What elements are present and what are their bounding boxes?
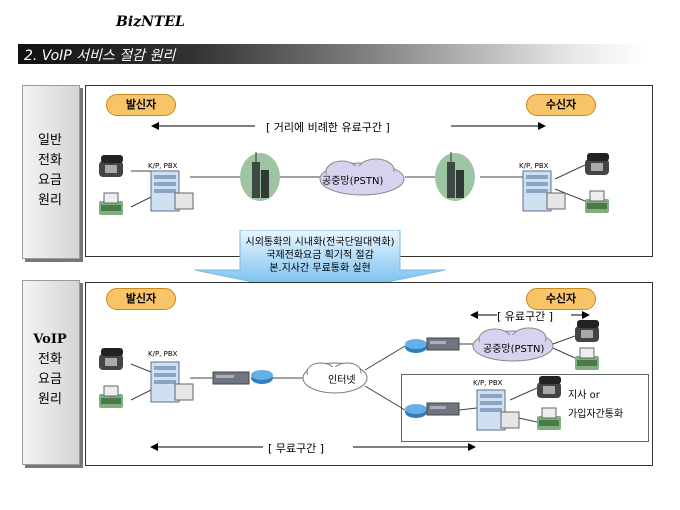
section1-side-box	[22, 85, 80, 259]
section2-caller-badge: 발신자	[106, 288, 176, 310]
section1-pbx-right-label: K/P, PBX	[519, 162, 549, 170]
fax-icon	[99, 192, 123, 215]
exchange-tower-icon	[435, 152, 475, 201]
fax-icon	[537, 407, 561, 430]
section2-toll-label: [ 유료구간 ]	[497, 310, 554, 323]
title-bar	[18, 44, 648, 64]
page-title: 2. VoIP 서비스 절감 원리	[24, 48, 176, 64]
section2-pbx-branch-label: K/P, PBX	[473, 379, 503, 387]
brand-logo: BizNTEL	[116, 14, 185, 30]
router-icon	[251, 370, 273, 384]
section2-side-box	[22, 280, 80, 465]
voip-gateway-icon	[426, 337, 460, 351]
section2-pstn-label: 공중망(PSTN)	[483, 344, 545, 355]
section1-pbx-left-label: K/P, PBX	[148, 162, 178, 170]
fax-icon	[585, 190, 609, 213]
section1-caller-badge: 발신자	[106, 94, 176, 116]
pbx-icon	[476, 389, 520, 431]
phone-icon	[575, 320, 599, 342]
pstn-cloud-icon	[472, 327, 554, 362]
benefit-item: 시외통화의 시내화(전국단일대역화)	[245, 237, 395, 248]
phone-icon	[585, 153, 609, 175]
phone-icon	[99, 348, 123, 370]
internet-cloud-icon	[302, 362, 368, 394]
benefit-item: 국제전화요금 획기적 절감	[266, 250, 374, 261]
section2-internet-label: 인터넷	[328, 375, 356, 386]
section1-receiver-badge: 수신자	[526, 94, 596, 116]
phone-icon	[537, 376, 561, 398]
fax-icon	[575, 347, 599, 370]
fax-icon	[99, 385, 123, 408]
voip-gateway-icon	[426, 402, 460, 416]
pbx-icon	[150, 170, 194, 212]
section2-branch-label: 지사 or 가입자간통화	[568, 390, 624, 420]
benefit-item: 본.지사간 무료통화 실현	[269, 263, 371, 274]
section1-diagram	[99, 122, 609, 215]
router-icon	[405, 339, 427, 353]
section1-toll-label: [ 거리에 비례한 유료구간 ]	[266, 121, 390, 134]
voip-gateway-icon	[212, 371, 250, 385]
section1-pstn-label: 공중망(PSTN)	[322, 176, 384, 187]
pbx-icon	[522, 170, 566, 212]
section2-diagram	[99, 311, 599, 451]
section1-side-label: 일반 전화 요금 원리	[38, 133, 62, 208]
router-icon	[405, 404, 427, 418]
section2-side-label: VoIP 전화 요금 원리	[33, 332, 67, 407]
phone-icon	[99, 155, 123, 177]
section2-receiver-badge: 수신자	[526, 288, 596, 310]
pbx-icon	[150, 361, 194, 403]
benefits-text: 시외통화의 시내화(전국단일대역화) 국제전화요금 획기적 절감 본.지사간 무…	[228, 236, 412, 275]
exchange-tower-icon	[240, 152, 280, 201]
section2-free-label: [ 무료구간 ]	[268, 442, 325, 455]
pstn-cloud-icon	[319, 158, 405, 196]
section2-pbx-left-label: K/P, PBX	[148, 350, 178, 358]
